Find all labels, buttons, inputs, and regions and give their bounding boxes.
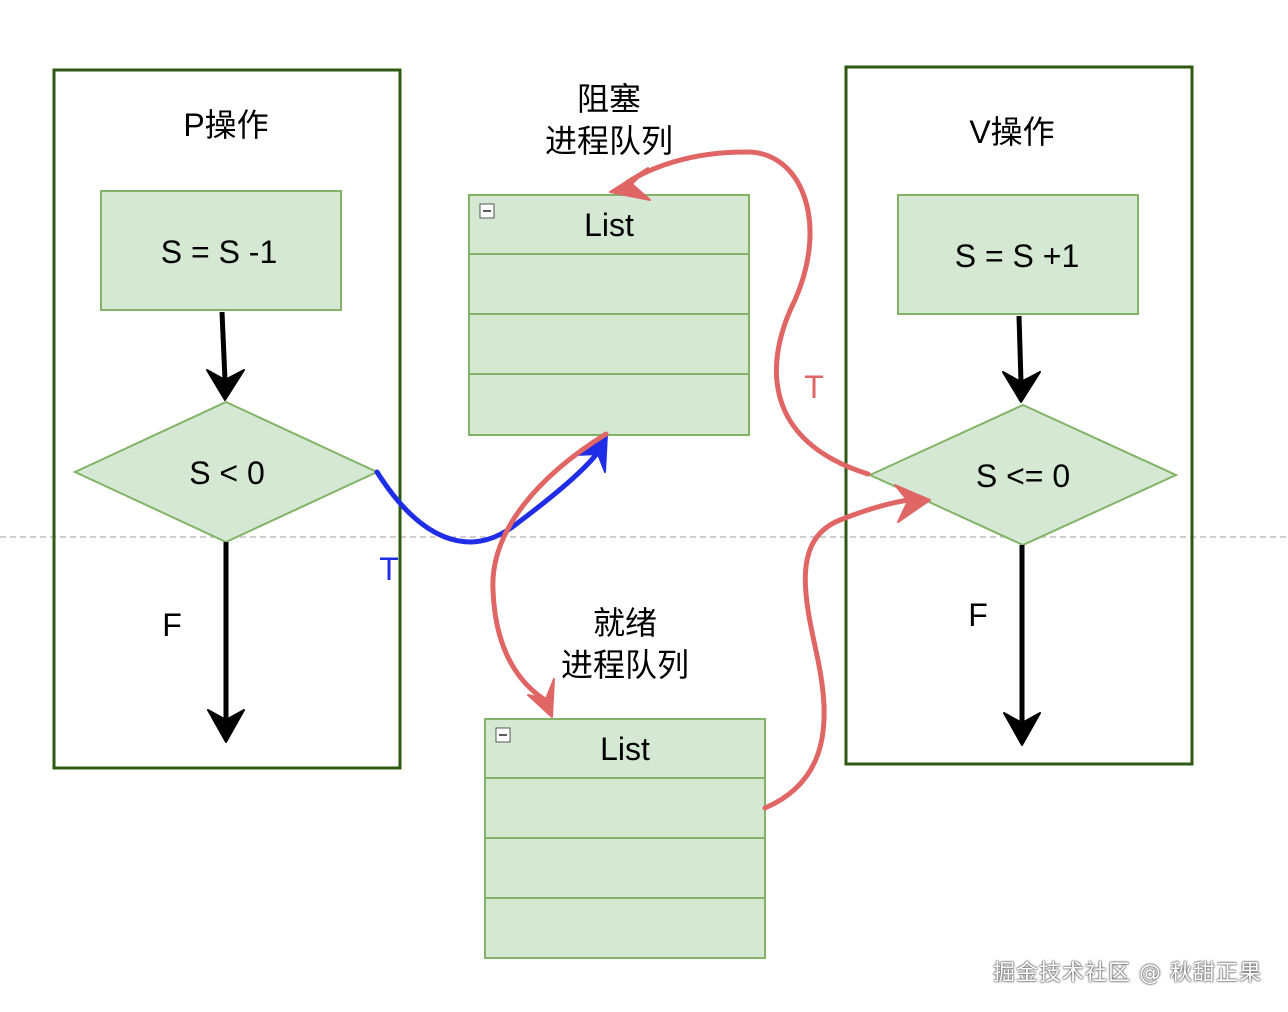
v-step-to-condition-arrow xyxy=(1016,315,1024,383)
watermark: 掘金技术社区 @ 秋甜正果 xyxy=(993,961,1262,986)
v-true-from-blocked-arrowhead xyxy=(609,167,651,201)
ready-queue-row[interactable] xyxy=(486,779,764,837)
v-step-to-condition-arrowhead xyxy=(1002,371,1041,403)
blocked-queue-label-line2: 进程队列 xyxy=(545,123,673,159)
v-operation-container: V操作 S = S +1 S <= 0 F xyxy=(844,65,1194,766)
ready-to-v-condition-arrowhead xyxy=(894,484,931,523)
blocked-queue-row[interactable] xyxy=(470,315,748,373)
p-false-arrowhead xyxy=(207,709,245,743)
v-increment-step[interactable] xyxy=(897,194,1139,315)
p-condition-label: S < 0 xyxy=(189,455,265,491)
p-operation-title: P操作 xyxy=(183,107,268,143)
v-false-arrowhead xyxy=(1003,712,1041,746)
minus-square-icon[interactable] xyxy=(495,727,511,743)
ready-queue-header: List xyxy=(600,731,650,767)
p-step-to-condition-arrow xyxy=(219,311,228,381)
ready-queue-row[interactable] xyxy=(486,899,764,957)
ready-queue-label-line1: 就绪 xyxy=(593,605,657,641)
p-decrement-step-label: S = S -1 xyxy=(161,234,278,270)
v-true-from-blocked-arrow xyxy=(625,149,871,477)
blocked-queue: 阻塞 进程队列 List xyxy=(468,81,750,436)
v-operation-frame xyxy=(844,65,1194,766)
blocked-queue-row[interactable] xyxy=(470,375,748,434)
p-decrement-step[interactable] xyxy=(100,190,342,311)
p-true-label: T xyxy=(379,551,399,587)
blocked-queue-header: List xyxy=(584,207,634,243)
p-false-label: F xyxy=(162,607,182,643)
p-operation-frame xyxy=(52,68,402,770)
ready-queue-row[interactable] xyxy=(486,839,764,897)
v-increment-step-label: S = S +1 xyxy=(955,238,1080,274)
minus-square-icon[interactable] xyxy=(479,203,495,219)
blocked-to-ready-arrowhead xyxy=(527,678,555,718)
blocked-queue-row[interactable] xyxy=(470,255,748,313)
ready-to-v-condition-arrow xyxy=(762,497,911,811)
v-true-label: T xyxy=(804,369,824,405)
v-false-label: F xyxy=(968,597,988,633)
p-operation-container: P操作 S = S -1 S < 0 F xyxy=(52,68,402,770)
ready-queue: 就绪 进程队列 List xyxy=(484,605,766,959)
v-operation-title: V操作 xyxy=(969,114,1054,150)
p-step-to-condition-arrowhead xyxy=(206,369,245,401)
ready-queue-label-line2: 进程队列 xyxy=(561,647,689,683)
blocked-to-ready-arrow xyxy=(490,431,609,703)
v-condition-label: S <= 0 xyxy=(976,458,1070,494)
blocked-queue-label-line1: 阻塞 xyxy=(577,81,641,117)
